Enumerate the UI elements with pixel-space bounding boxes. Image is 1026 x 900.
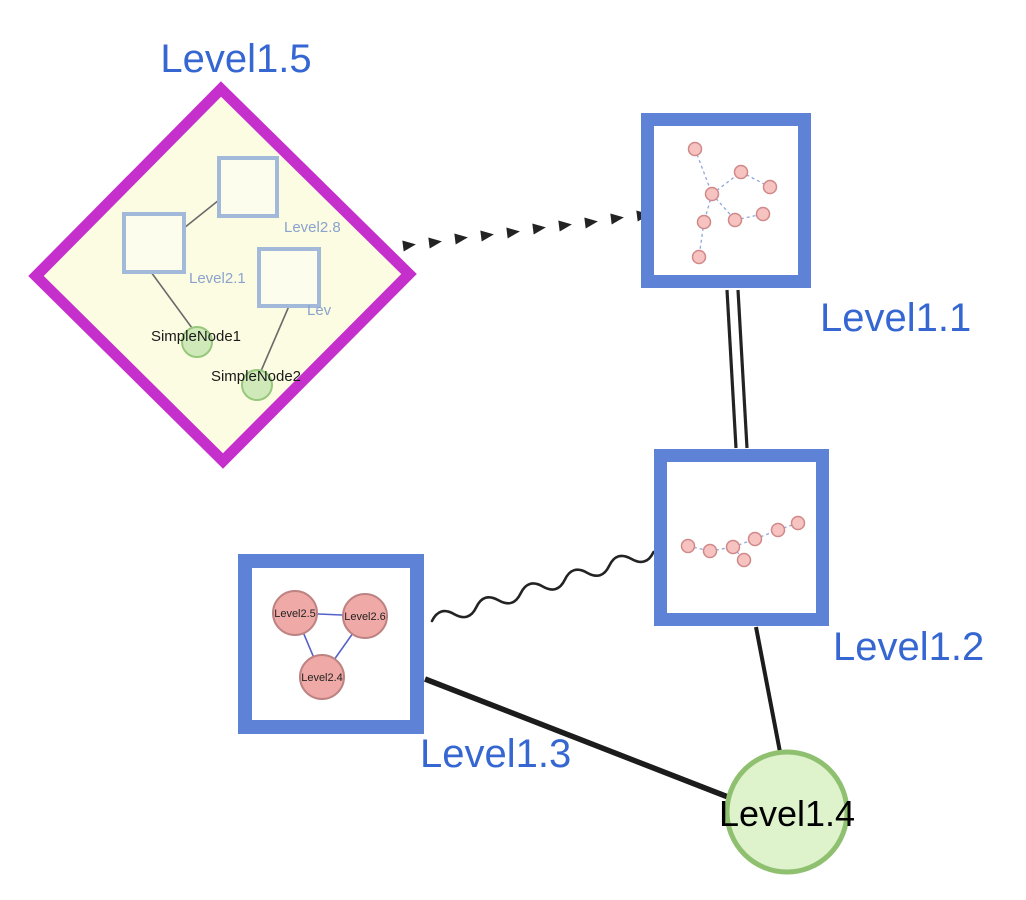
level1-1-shape[interactable] [641,113,811,288]
arrow-dash-icon [402,238,417,252]
arrow-dash-icon [558,218,573,232]
edge-level15-to-level11[interactable] [402,208,651,252]
mini-node[interactable] [736,552,752,568]
wavy-edge-path[interactable] [430,546,655,627]
level1-5-label: Level1.5 [160,37,311,81]
node-level2-4[interactable] [299,654,345,700]
node-level1-5[interactable]: Level2.8 Level2.1 Lev SimpleNode1 Simple… [28,81,417,469]
mini-nodes[interactable] [687,141,778,265]
mini-node[interactable] [762,179,778,195]
level1-3-shape[interactable] [238,554,424,734]
level1-4-label: Level1.4 [719,793,855,834]
level2-1-label: Level2.1 [189,270,246,287]
arrow-dash-icon [506,225,521,239]
mini-node[interactable] [680,538,696,554]
node-level2-x[interactable] [257,247,321,308]
arrow-dash-icon [584,215,599,229]
level1-2-label: Level1.2 [833,625,984,669]
node-level1-2[interactable] [654,449,829,626]
level1-5-diamond-shape[interactable] [28,81,417,469]
edge-level11-to-level12[interactable] [725,289,749,449]
level1-2-inner-graph[interactable] [680,515,806,568]
mini-nodes[interactable] [680,515,806,568]
level1-3-label: Level1.3 [420,732,571,776]
double-edge-line-2[interactable] [736,289,749,449]
arrow-dash-icon [454,231,469,245]
node-level2-5[interactable] [272,590,318,636]
level2-6-label: Level2.6 [344,611,386,623]
level2-5-label: Level2.5 [274,608,316,620]
mini-node[interactable] [691,249,707,265]
node-level1-3[interactable]: Level2.5 Level2.6 Level2.4 [238,554,424,734]
level1-1-label: Level1.1 [820,296,971,340]
mini-node[interactable] [747,531,763,547]
node-level1-1[interactable] [641,113,811,288]
mini-node[interactable] [770,522,786,538]
level1-5-inner-edges[interactable] [150,199,290,372]
mini-node[interactable] [696,214,712,230]
mini-node[interactable] [702,543,718,559]
node-simplenode2[interactable] [241,369,273,401]
level1-1-inner-graph[interactable] [687,141,778,265]
level1-2-shape[interactable] [654,449,829,626]
mini-node[interactable] [790,515,806,531]
double-edge-line-1[interactable] [725,289,738,449]
node-level2-6[interactable] [342,593,388,639]
mini-node[interactable] [704,186,720,202]
arrow-dash-icon [480,228,495,242]
arrow-dash-icon [610,211,625,225]
edge-level13-to-level14[interactable] [424,676,729,800]
mini-node[interactable] [687,141,703,157]
inner-edge[interactable] [260,305,290,372]
inner-edge[interactable] [183,199,220,229]
arrow-dash-icon [428,235,443,249]
mini-node[interactable] [733,164,749,180]
simplenode2-label: SimpleNode2 [211,368,301,385]
edge-level12-to-level14[interactable] [754,626,782,753]
level2-x-label: Lev [307,302,332,319]
level2-8-label: Level2.8 [284,219,341,236]
simplenode1-label: SimpleNode1 [151,328,241,345]
mini-node[interactable] [727,212,743,228]
arrow-dash-icon [532,221,547,235]
edge-level13-to-level12[interactable] [430,546,655,627]
mini-node[interactable] [755,206,771,222]
mini-node[interactable] [725,539,741,555]
level1-3-inner-graph[interactable]: Level2.5 Level2.6 Level2.4 [272,590,388,700]
level2-4-label: Level2.4 [301,672,343,684]
node-level2-8[interactable] [217,156,279,218]
node-level2-1[interactable] [122,212,186,274]
node-simplenode1[interactable] [181,326,213,358]
node-level1-4[interactable] [724,749,850,875]
inner-edge[interactable] [150,271,193,329]
